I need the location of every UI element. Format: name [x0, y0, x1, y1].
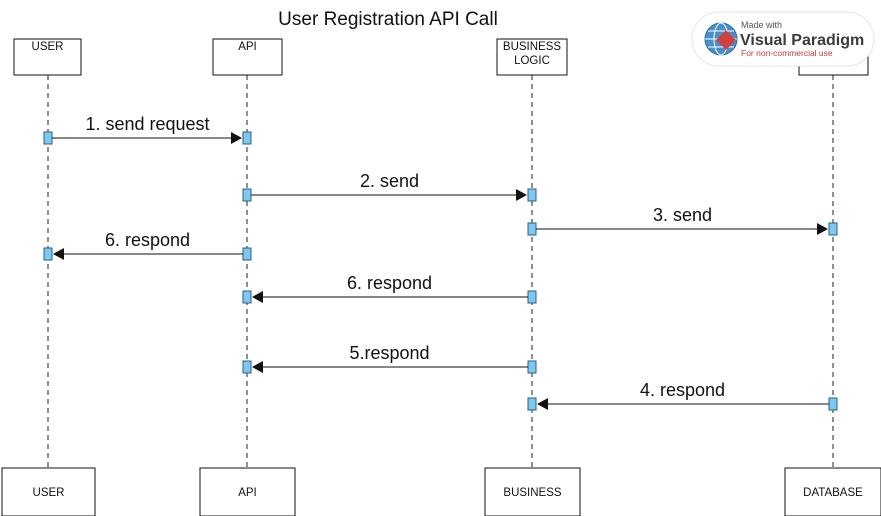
activation-target: [242, 290, 252, 304]
participant-bottom-label: DATABASE: [803, 487, 863, 499]
arrowhead-icon: [252, 361, 263, 373]
arrowhead-icon: [231, 132, 242, 144]
watermark-badge: [691, 11, 875, 67]
participant-bottom-user[interactable]: USER: [1, 467, 96, 516]
participant-bottom-box: [199, 467, 296, 516]
arrowhead-icon: [252, 291, 263, 303]
arrowhead-icon: [53, 248, 64, 260]
visual-paradigm-watermark: Made with Visual Paradigm For non-commer…: [691, 11, 875, 67]
message-3[interactable]: 3. send: [527, 205, 838, 236]
message-label: 6. respond: [105, 230, 190, 250]
message-7[interactable]: 4. respond: [527, 380, 838, 411]
activation-source: [527, 222, 537, 236]
messages: 1. send request 2. send 3. send 6. respond 6…: [43, 114, 838, 411]
arrowhead-icon: [537, 398, 548, 410]
participant-top-label: LOGIC: [514, 55, 550, 67]
participant-top-label: API: [238, 41, 257, 53]
activation-target: [242, 131, 252, 145]
activation-target: [527, 397, 537, 411]
message-label: 4. respond: [640, 380, 725, 400]
message-label: 5.respond: [349, 343, 429, 363]
participant-bottom-database[interactable]: DATABASE: [784, 467, 881, 516]
participant-top-business[interactable]: BUSINESS LOGIC: [496, 38, 568, 76]
message-2[interactable]: 2. send: [242, 171, 537, 202]
message-label: 3. send: [653, 205, 712, 225]
arrowhead-icon: [516, 189, 527, 201]
message-label: 2. send: [360, 171, 419, 191]
participant-bottom-label: BUSINESS: [503, 487, 561, 499]
participant-bottom-box: [484, 467, 581, 516]
message-5[interactable]: 6. respond: [242, 273, 537, 304]
activation-target: [43, 247, 53, 261]
activation-source: [527, 360, 537, 374]
participant-top-box: [13, 38, 82, 76]
message-4[interactable]: 6. respond: [43, 230, 252, 261]
message-label: 1. send request: [85, 114, 209, 134]
message-6[interactable]: 5.respond: [242, 343, 537, 374]
participant-bottom-api[interactable]: API: [199, 467, 296, 516]
activation-source: [242, 247, 252, 261]
activation-source: [527, 290, 537, 304]
globe-icon: [704, 22, 738, 56]
participant-top-api[interactable]: API: [212, 38, 283, 76]
message-label: 6. respond: [347, 273, 432, 293]
watermark-line3: For non-commercial use: [741, 48, 833, 58]
watermark-line1: Made with: [741, 20, 782, 30]
participant-bottom-label: API: [238, 487, 257, 499]
participant-top-box: [496, 38, 568, 76]
diagram-title: User Registration API Call: [278, 9, 498, 30]
activation-source: [242, 188, 252, 202]
participant-top-label: USER: [32, 41, 64, 53]
participant-top-box: [212, 38, 283, 76]
participant-top-user[interactable]: USER: [13, 38, 82, 76]
participant-bottom-box: [1, 467, 96, 516]
activation-target: [828, 222, 838, 236]
participant-heads: USER USER API API BUSINESS LOGIC BUSINESS DATAB…: [1, 38, 881, 516]
message-1[interactable]: 1. send request: [43, 114, 252, 145]
activation-target: [242, 360, 252, 374]
activation-target: [527, 188, 537, 202]
participant-top-label: BUSINESS: [503, 41, 561, 53]
watermark-line2: Visual Paradigm: [740, 32, 864, 49]
activation-source: [43, 131, 53, 145]
participant-bottom-business[interactable]: BUSINESS: [484, 467, 581, 516]
arrowhead-icon: [817, 223, 828, 235]
participant-bottom-label: USER: [33, 487, 65, 499]
participant-bottom-box: [784, 467, 881, 516]
activation-source: [828, 397, 838, 411]
